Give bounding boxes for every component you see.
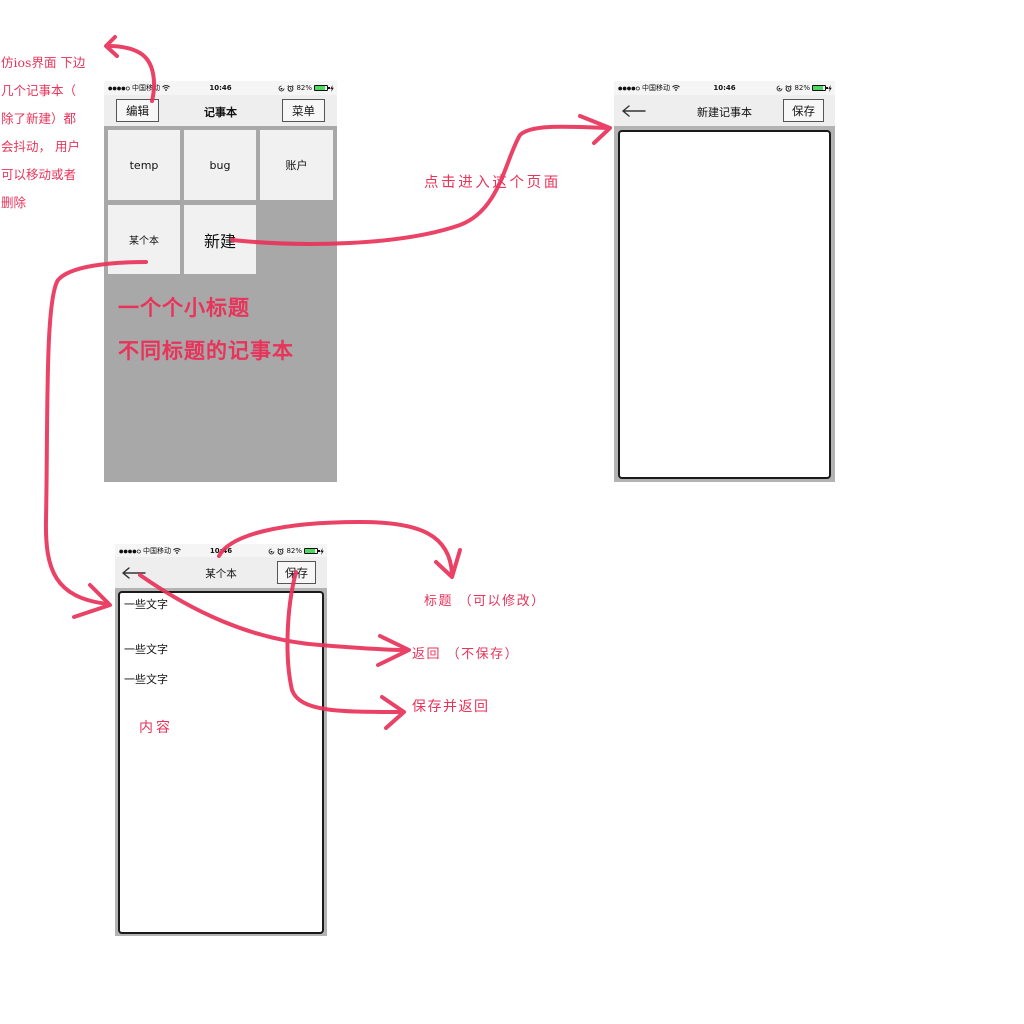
battery-percent: 82% xyxy=(794,84,810,92)
save-button[interactable]: 保存 xyxy=(783,99,824,122)
battery-icon xyxy=(812,85,828,91)
alarm-icon xyxy=(287,84,295,92)
signal-strength-icon xyxy=(618,86,640,90)
battery-level xyxy=(813,86,823,90)
notebook-tile-account[interactable]: 账户 xyxy=(260,130,333,200)
notebook-tile-bug[interactable]: bug xyxy=(184,130,256,200)
edit-button[interactable]: 编辑 xyxy=(116,99,159,122)
intro-line: 除了新建）都 xyxy=(1,111,77,126)
charging-bolt-icon xyxy=(320,547,324,555)
battery-level xyxy=(315,86,325,90)
intro-line: 会抖动， 用户 xyxy=(1,139,80,154)
status-bar: 中国移动 10:46 82% xyxy=(104,81,337,95)
page-title: 新建记事本 xyxy=(697,106,752,119)
status-left: 中国移动 xyxy=(618,84,680,92)
intro-line: 仿ios界面 下边 xyxy=(1,55,86,70)
alarm-icon xyxy=(785,84,793,92)
status-bar: 中国移动 10:46 82% xyxy=(614,81,835,95)
battery-percent: 82% xyxy=(286,547,302,555)
wifi-icon xyxy=(173,548,181,554)
intro-annotation: 仿ios界面 下边 几个记事本（ 除了新建）都 会抖动， 用户 可以移动或者 删… xyxy=(1,49,85,217)
status-time: 10:46 xyxy=(209,84,232,92)
status-right: 82% xyxy=(776,84,832,92)
status-right: 82% xyxy=(278,84,334,92)
intro-line: 几个记事本（ xyxy=(1,83,77,98)
charging-bolt-icon xyxy=(828,84,832,92)
note-text-line: 一些文字 xyxy=(124,598,168,611)
new-notebook-tile[interactable]: 新建 xyxy=(184,205,256,274)
nav-bar: 记事本 编辑 菜单 xyxy=(104,95,337,126)
notebook-tile-some-notebook[interactable]: 某个本 xyxy=(108,205,180,274)
back-arrow-icon[interactable] xyxy=(122,567,146,579)
status-right: 82% xyxy=(268,547,324,555)
save-button[interactable]: 保存 xyxy=(277,561,316,584)
save-and-return-annotation: 保存并返回 xyxy=(412,699,490,715)
notebook-detail-screen: 中国移动 10:46 82% 某个本 保存 一些文字 一些文字 一些文字 xyxy=(115,544,327,936)
carrier-name: 中国移动 xyxy=(642,84,670,92)
orientation-lock-icon xyxy=(279,85,285,91)
page-title: 记事本 xyxy=(204,106,237,119)
content-annotation: 内容 xyxy=(139,720,173,736)
nav-bar: 某个本 保存 xyxy=(115,557,327,588)
notebook-list-screen: 中国移动 10:46 82% 记事本 编辑 菜单 temp bug 账户 某个本… xyxy=(104,81,337,482)
orientation-lock-icon xyxy=(777,85,783,91)
title-editable-annotation: 标题 （可以修改） xyxy=(424,594,546,609)
back-no-save-annotation: 返回 （不保存） xyxy=(412,647,520,662)
battery-level xyxy=(305,549,315,553)
battery-icon xyxy=(304,548,320,554)
status-bar: 中国移动 10:46 82% xyxy=(115,544,327,557)
click-to-enter-annotation: 点击进入这个页面 xyxy=(424,175,561,191)
alarm-icon xyxy=(277,547,285,555)
menu-button[interactable]: 菜单 xyxy=(282,99,325,122)
back-arrow-icon[interactable] xyxy=(622,105,646,117)
carrier-name: 中国移动 xyxy=(143,547,171,555)
note-editor[interactable] xyxy=(618,130,831,479)
intro-line: 删除 xyxy=(1,195,27,210)
intro-line: 可以移动或者 xyxy=(1,167,77,182)
nav-bar: 新建记事本 保存 xyxy=(614,95,835,126)
new-notebook-screen: 中国移动 10:46 82% 新建记事本 保存 xyxy=(614,81,835,482)
battery-icon xyxy=(314,85,330,91)
status-time: 10:46 xyxy=(713,84,736,92)
battery-percent: 82% xyxy=(296,84,312,92)
notebook-titles-annotation-2: 不同标题的记事本 xyxy=(118,339,294,363)
charging-bolt-icon xyxy=(330,84,334,92)
notebook-tile-temp[interactable]: temp xyxy=(108,130,180,200)
wifi-icon xyxy=(672,85,680,91)
note-text-line: 一些文字 xyxy=(124,673,168,686)
note-text-line: 一些文字 xyxy=(124,643,168,656)
notebook-titles-annotation-1: 一个个小标题 xyxy=(118,296,250,320)
orientation-lock-icon xyxy=(269,548,275,554)
wifi-icon xyxy=(162,85,170,91)
